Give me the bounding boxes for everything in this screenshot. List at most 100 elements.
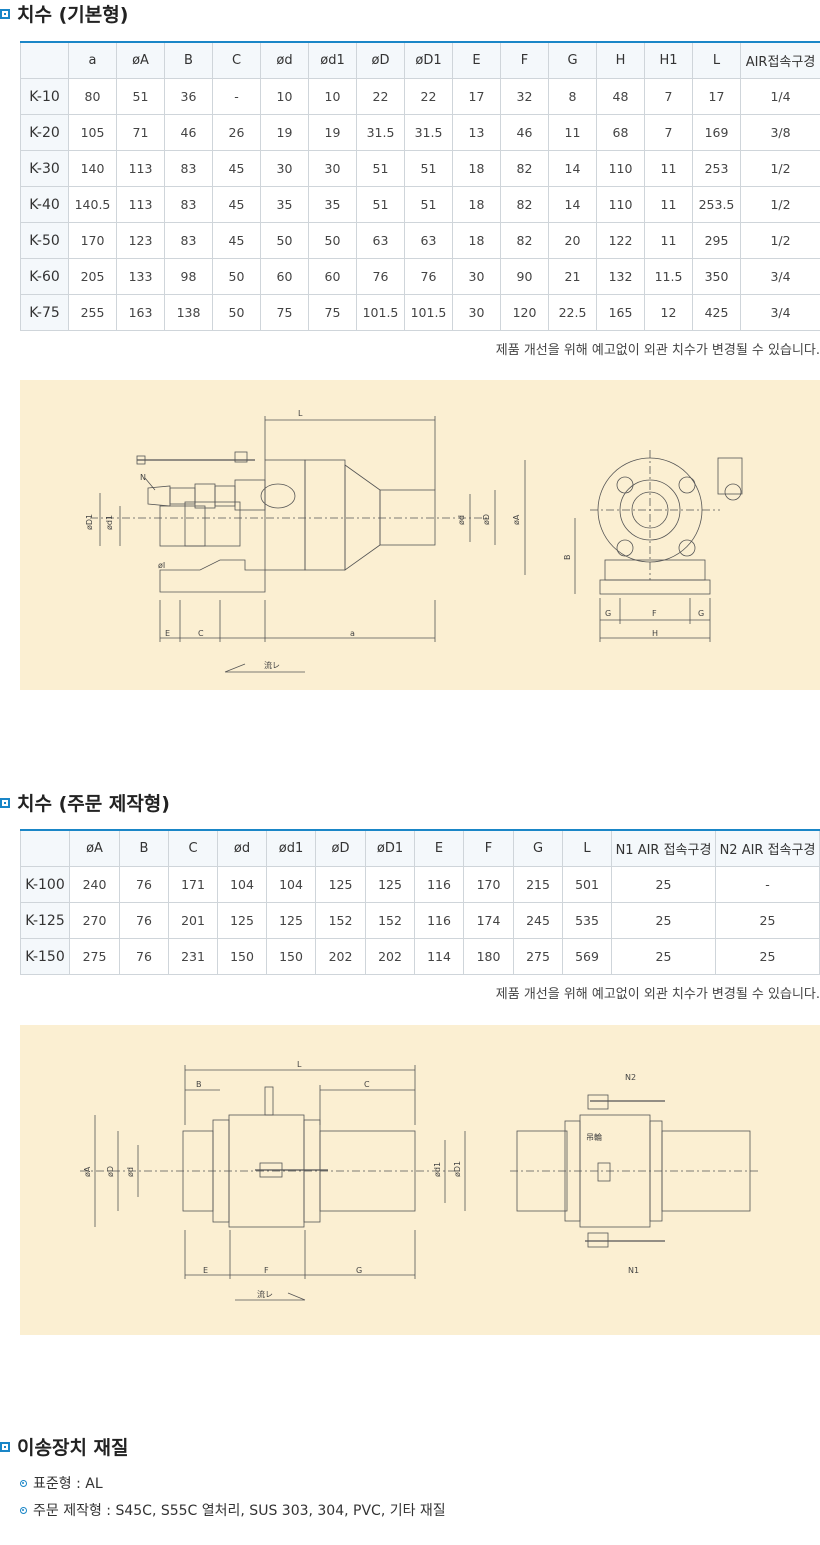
svg-text:L: L: [297, 1060, 302, 1069]
value-cell: 25: [715, 902, 820, 939]
value-cell: 80: [68, 78, 117, 115]
value-cell: 202: [315, 938, 366, 975]
value-cell: 30: [308, 150, 357, 187]
value-cell: 1/4: [740, 78, 820, 115]
value-cell: 10: [308, 78, 357, 115]
svg-text:F: F: [264, 1266, 269, 1275]
value-cell: 19: [308, 114, 357, 151]
value-cell: 3/4: [740, 294, 820, 331]
list-item: 표준형 : AL: [20, 1473, 446, 1493]
model-cell: K-125: [20, 902, 70, 939]
value-cell: 83: [164, 222, 213, 259]
value-cell: 350: [692, 258, 741, 295]
section-title-text: 이송장치 재질: [17, 1437, 129, 1459]
value-cell: 170: [463, 866, 514, 903]
drawing-custom: L B C øA øD ød ød1 øD1: [20, 1025, 820, 1335]
value-cell: 82: [500, 150, 549, 187]
section-title-text: 치수 (주문 제작형): [17, 793, 170, 815]
value-cell: 25: [715, 938, 820, 975]
value-cell: 50: [308, 222, 357, 259]
column-header: B: [164, 41, 213, 79]
value-cell: 51: [116, 78, 165, 115]
label-L: L: [298, 409, 303, 418]
value-cell: 22.5: [548, 294, 597, 331]
column-header: L: [562, 829, 612, 867]
value-cell: 255: [68, 294, 117, 331]
value-cell: 35: [260, 186, 309, 223]
section-square-icon: [0, 797, 10, 808]
model-cell: K-10: [20, 78, 69, 115]
list-item-text: 주문 제작형 : S45C, S55C 열처리, SUS 303, 304, P…: [33, 1503, 446, 1519]
column-header: N2 AIR 접속구경: [715, 829, 820, 867]
value-cell: 116: [414, 866, 464, 903]
column-header: G: [548, 41, 597, 79]
drawing-standard: L N: [20, 380, 820, 690]
column-header: øA: [116, 41, 165, 79]
value-cell: 76: [356, 258, 405, 295]
model-cell: K-150: [20, 938, 70, 975]
value-cell: 46: [164, 114, 213, 151]
value-cell: 25: [611, 902, 716, 939]
section-square-icon: [0, 1441, 10, 1452]
value-cell: 22: [404, 78, 453, 115]
value-cell: 21: [548, 258, 597, 295]
svg-text:H: H: [652, 629, 658, 638]
value-cell: 90: [500, 258, 549, 295]
value-cell: 165: [596, 294, 645, 331]
value-cell: 150: [217, 938, 267, 975]
value-cell: 63: [404, 222, 453, 259]
value-cell: 75: [260, 294, 309, 331]
column-header: G: [513, 829, 563, 867]
svg-text:øD: øD: [106, 1166, 115, 1177]
svg-text:øD: øD: [482, 514, 491, 525]
column-header: C: [212, 41, 261, 79]
column-header: ød1: [308, 41, 357, 79]
value-cell: 245: [513, 902, 563, 939]
svg-text:C: C: [364, 1080, 370, 1089]
column-header: øD1: [404, 41, 453, 79]
value-cell: 122: [596, 222, 645, 259]
column-header: ød1: [266, 829, 316, 867]
value-cell: 110: [596, 186, 645, 223]
value-cell: 140: [68, 150, 117, 187]
column-header: F: [500, 41, 549, 79]
svg-text:B: B: [196, 1080, 202, 1089]
value-cell: 98: [164, 258, 213, 295]
column-header: [20, 829, 70, 867]
value-cell: 125: [315, 866, 366, 903]
value-cell: 105: [68, 114, 117, 151]
value-cell: 11: [644, 222, 693, 259]
column-header: øD: [356, 41, 405, 79]
svg-text:ød1: ød1: [433, 1162, 442, 1177]
value-cell: 18: [452, 222, 501, 259]
svg-text:øD1: øD1: [85, 514, 94, 530]
column-header: H: [596, 41, 645, 79]
model-cell: K-30: [20, 150, 69, 187]
value-cell: 20: [548, 222, 597, 259]
svg-text:ød: ød: [457, 515, 466, 525]
value-cell: 45: [212, 186, 261, 223]
value-cell: 10: [260, 78, 309, 115]
value-cell: 132: [596, 258, 645, 295]
value-cell: 116: [414, 902, 464, 939]
value-cell: 14: [548, 186, 597, 223]
value-cell: 11: [644, 150, 693, 187]
bullet-icon: [20, 1506, 27, 1514]
value-cell: 25: [611, 938, 716, 975]
value-cell: 17: [452, 78, 501, 115]
value-cell: 30: [452, 294, 501, 331]
value-cell: 275: [513, 938, 563, 975]
table-note: 제품 개선을 위해 예고없이 외관 치수가 변경될 수 있습니다.: [495, 343, 820, 358]
column-header: E: [452, 41, 501, 79]
value-cell: 22: [356, 78, 405, 115]
value-cell: 50: [212, 294, 261, 331]
value-cell: 76: [404, 258, 453, 295]
column-header: C: [168, 829, 218, 867]
value-cell: 133: [116, 258, 165, 295]
value-cell: 125: [266, 902, 316, 939]
section-title-text: 치수 (기본형): [17, 4, 129, 26]
